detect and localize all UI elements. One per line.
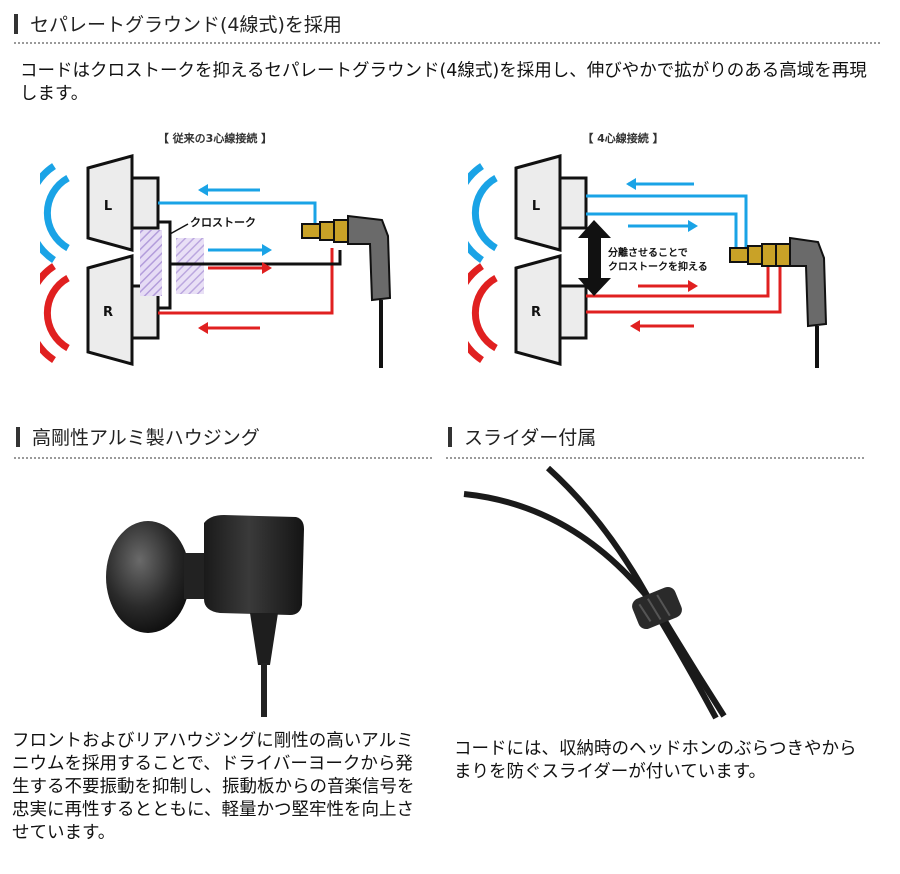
crosstalk-label: クロストーク	[190, 216, 256, 229]
earphone-photo	[100, 505, 310, 724]
diagram-caption: 【 従来の3心線接続 】	[158, 131, 272, 145]
heading-divider	[14, 42, 880, 44]
right-channel-wave-icon	[40, 263, 70, 363]
crosstalk-region-2	[176, 238, 204, 294]
left-speaker-icon: L	[86, 154, 160, 252]
svg-text:R: R	[531, 305, 541, 320]
left-signal-arrow-icon	[198, 184, 272, 256]
stereo-plug-icon	[729, 236, 828, 368]
slider-icon	[632, 586, 682, 630]
heading-text: セパレートグラウンド(4線式)を採用	[30, 14, 342, 36]
right-signal-wire-pair	[586, 262, 782, 314]
right-signal-wire	[158, 248, 334, 315]
heading-bar	[16, 426, 20, 447]
shared-ground-wire	[158, 220, 342, 310]
diagram-caption: 【 4心線接続 】	[582, 131, 663, 145]
stereo-plug-icon	[301, 214, 392, 368]
heading-divider	[14, 457, 432, 459]
right-signal-arrow-icon	[198, 262, 272, 334]
section-heading-separate-ground: セパレートグラウンド(4線式)を採用	[14, 10, 342, 37]
left-channel-wave-icon	[40, 163, 70, 263]
svg-text:L: L	[104, 199, 112, 214]
section-heading-slider: スライダー付属	[448, 423, 596, 450]
slider-description: コードには、収納時のヘッドホンのぶらつきやからまりを防ぐスライダーが付いています…	[454, 739, 857, 782]
heading-divider	[446, 457, 864, 459]
three-wire-diagram: 【 従来の3心線接続 】 L R	[40, 128, 440, 373]
left-signal-wire-pair	[586, 194, 748, 250]
cable-slider-photo	[462, 465, 752, 725]
crosstalk-region	[140, 230, 162, 296]
separate-ground-description: コードはクロストークを抑えるセパレートグラウンド(4線式)を採用し、伸びやかで拡…	[20, 61, 867, 104]
right-speaker-icon: R	[514, 254, 588, 366]
heading-bar	[448, 426, 452, 447]
heading-bar	[14, 13, 18, 34]
left-channel-wave-icon	[468, 163, 498, 263]
right-channel-wave-icon	[468, 263, 498, 363]
aluminum-housing-description: フロントおよびリアハウジングに剛性の高いアルミニウムを採用することで、ドライバー…	[12, 731, 415, 843]
separation-note-line1: 分離させることで	[608, 246, 688, 259]
right-signal-arrow-icon	[630, 280, 698, 332]
separation-arrow-icon	[578, 220, 611, 296]
four-wire-diagram: 【 4心線接続 】 L R	[468, 128, 868, 373]
left-signal-arrow-icon	[626, 178, 698, 232]
left-signal-wire	[158, 201, 317, 232]
heading-text: 高剛性アルミ製ハウジング	[32, 427, 260, 449]
svg-text:L: L	[532, 199, 540, 214]
separation-note-line2: クロストークを抑える	[608, 260, 708, 273]
left-speaker-icon: L	[514, 154, 588, 252]
heading-text: スライダー付属	[464, 427, 597, 449]
section-heading-aluminum-housing: 高剛性アルミ製ハウジング	[16, 423, 260, 450]
svg-text:R: R	[103, 305, 113, 320]
